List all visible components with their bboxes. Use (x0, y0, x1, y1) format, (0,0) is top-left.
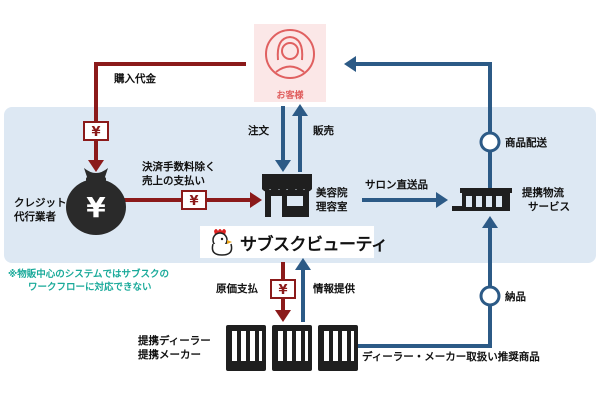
note-line2: ワークフローに対応できない (28, 282, 152, 293)
delivery-label: 納品 (505, 291, 526, 303)
product-delivery-label: 商品配送 (505, 137, 547, 149)
dealer-label-line2: 提携メーカー (138, 349, 201, 361)
customer-label: お客様 (276, 91, 304, 101)
logo-text: サブスクビューティ (240, 235, 388, 255)
subsc-beauty-logo: サブスクビューティ (200, 226, 388, 258)
settlement-label-line2: 売上の支払い (142, 175, 205, 187)
order-label: 注文 (248, 125, 269, 137)
settlement-label-line1: 決済手数料除く (142, 161, 216, 173)
cost-payment-label: 原価支払 (216, 283, 258, 295)
sales-label: 販売 (313, 125, 334, 137)
chicken-icon (211, 229, 233, 256)
salon-direct-label: サロン直送品 (365, 179, 428, 191)
logistics-label-line1: 提携物流 (522, 187, 564, 199)
recommended-products-label: ディーラー・メーカー取扱い推奨商品 (362, 351, 540, 363)
credit-agency-label-line1: クレジット (14, 197, 67, 209)
settlement-arrowhead (250, 192, 262, 208)
info-provision-label: 情報提供 (313, 283, 355, 295)
yen-tag-cost-symbol: ¥ (278, 283, 287, 298)
yen-tag-settlement (181, 190, 207, 210)
logistics-label-line2: サービス (528, 201, 570, 213)
yen-tag-purchase-symbol: ¥ (91, 125, 100, 140)
info-provision-arrowhead (295, 258, 311, 270)
woman-avatar-icon (265, 29, 315, 79)
dealer-label-line1: 提携ディーラー (138, 335, 211, 347)
product-delivery-circle (479, 131, 501, 153)
purchase-payment-arrowhead (88, 160, 104, 172)
money-bag-yen: ¥ (86, 191, 106, 224)
credit-agency-label-line2: 代行業者 (14, 211, 56, 223)
delivery-circle (479, 285, 501, 307)
customer-box: お客様 (254, 24, 326, 102)
delivery-arrowhead (482, 216, 498, 228)
note-line1: ※物販中心のシステムではサブスクの (8, 269, 169, 280)
salon-label-line2: 理容室 (316, 201, 348, 213)
money-bag-icon (66, 168, 126, 235)
yen-tag-purchase (83, 121, 109, 141)
sales-arrowhead (292, 104, 308, 116)
yen-tag-settlement-symbol: ¥ (189, 194, 198, 209)
yen-tag-cost (270, 279, 296, 299)
salon-label-line1: 美容院 (316, 187, 348, 199)
product-delivery-arrowhead (344, 56, 356, 72)
purchase-payment-label: 購入代金 (114, 73, 156, 85)
order-arrowhead (275, 160, 291, 172)
salon-direct-arrowhead (436, 192, 448, 208)
cost-payment-arrowhead (275, 310, 291, 322)
delivery-arrow (356, 226, 492, 348)
